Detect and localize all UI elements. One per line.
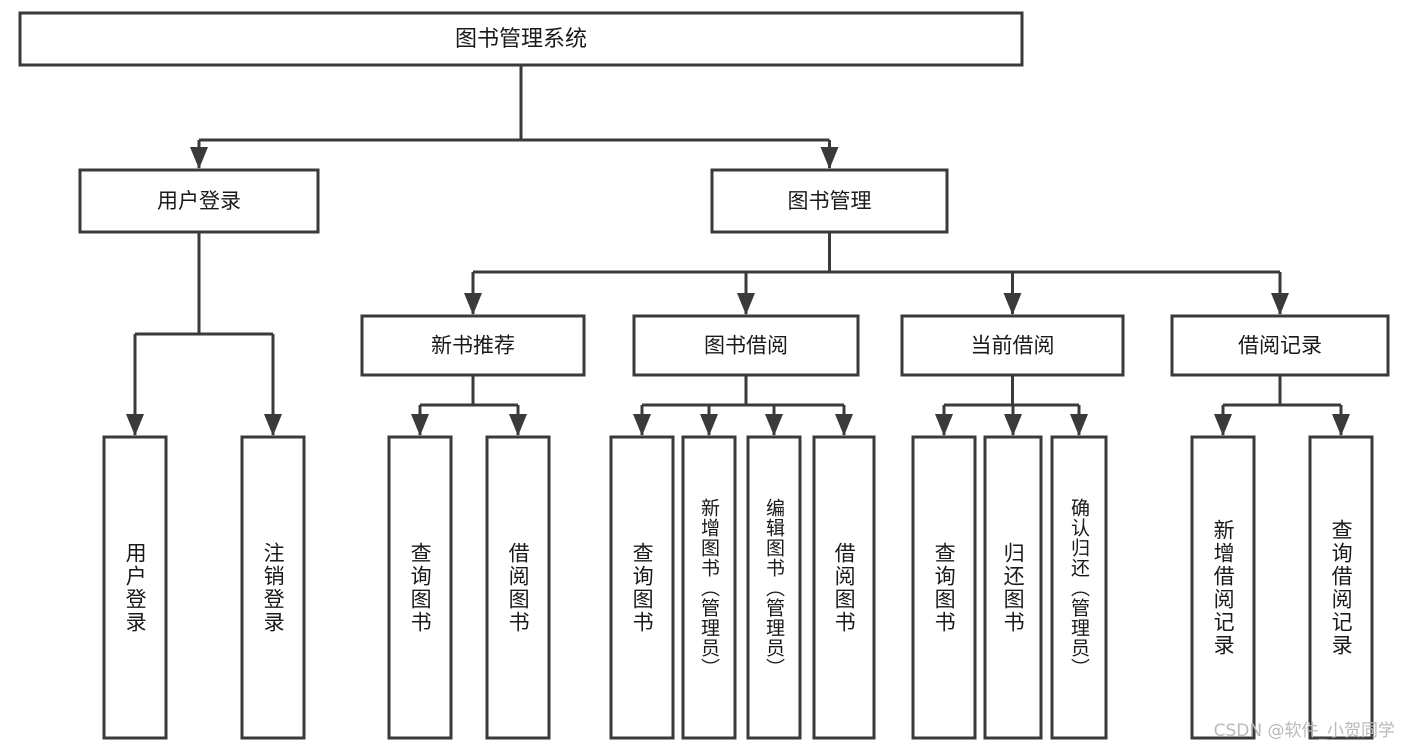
arrow-head-icon — [1214, 414, 1232, 436]
arrow-head-icon — [190, 147, 208, 169]
node-box-leaf-query-book-3[interactable] — [911, 435, 977, 740]
node-label-user-login: 用户登录 — [157, 189, 241, 213]
node-box-book-borrow[interactable] — [632, 314, 860, 377]
node-label-book-manage: 图书管理 — [788, 189, 872, 213]
node-label-book-borrow: 图书借阅 — [704, 334, 788, 358]
node-box-leaf-return-book[interactable] — [983, 435, 1043, 740]
node-box-leaf-query-book-1[interactable] — [387, 435, 453, 740]
node-box-leaf-query-book-2[interactable] — [609, 435, 675, 740]
arrow-head-icon — [835, 414, 853, 436]
boxes-layer — [18, 11, 1390, 740]
arrow-head-icon — [411, 414, 429, 436]
arrow-head-icon — [1070, 414, 1088, 436]
arrow-head-icon — [820, 147, 839, 169]
node-box-root[interactable] — [18, 11, 1024, 67]
arrow-head-icon — [509, 414, 527, 436]
arrow-head-icon — [126, 414, 144, 436]
connectors-layer — [126, 65, 1350, 436]
arrow-head-icon — [1004, 414, 1022, 436]
node-box-leaf-add-book[interactable] — [681, 435, 737, 740]
node-box-user-login[interactable] — [78, 168, 320, 234]
node-label-new-book-rec: 新书推荐 — [431, 334, 515, 358]
arrow-head-icon — [264, 414, 282, 436]
node-box-leaf-add-record[interactable] — [1190, 435, 1256, 740]
node-label-root: 图书管理系统 — [455, 27, 587, 52]
node-box-current-borrow[interactable] — [900, 314, 1125, 377]
arrow-head-icon — [935, 414, 953, 436]
arrow-head-icon — [464, 293, 482, 315]
node-label-current-borrow: 当前借阅 — [971, 334, 1055, 358]
arrow-head-icon — [1332, 414, 1350, 436]
arrow-head-icon — [765, 414, 783, 436]
arrow-head-icon — [700, 414, 718, 436]
arrow-head-icon — [633, 414, 651, 436]
node-box-new-book-rec[interactable] — [360, 314, 586, 377]
node-box-leaf-user-login[interactable] — [102, 435, 168, 740]
node-box-leaf-borrow-book-1[interactable] — [485, 435, 551, 740]
node-box-borrow-record[interactable] — [1170, 314, 1390, 377]
node-label-borrow-record: 借阅记录 — [1238, 334, 1322, 358]
node-box-leaf-edit-book[interactable] — [746, 435, 802, 740]
arrow-head-icon — [1271, 293, 1289, 315]
node-box-leaf-confirm-return[interactable] — [1050, 435, 1108, 740]
node-box-leaf-borrow-book-2[interactable] — [812, 435, 876, 740]
watermark-text: CSDN @软件_小贺同学 — [1213, 721, 1395, 741]
arrow-head-icon — [1003, 293, 1022, 315]
node-box-book-manage[interactable] — [710, 168, 949, 234]
node-box-leaf-logout[interactable] — [240, 435, 306, 740]
arrow-head-icon — [737, 293, 755, 315]
node-box-leaf-query-record[interactable] — [1308, 435, 1374, 740]
